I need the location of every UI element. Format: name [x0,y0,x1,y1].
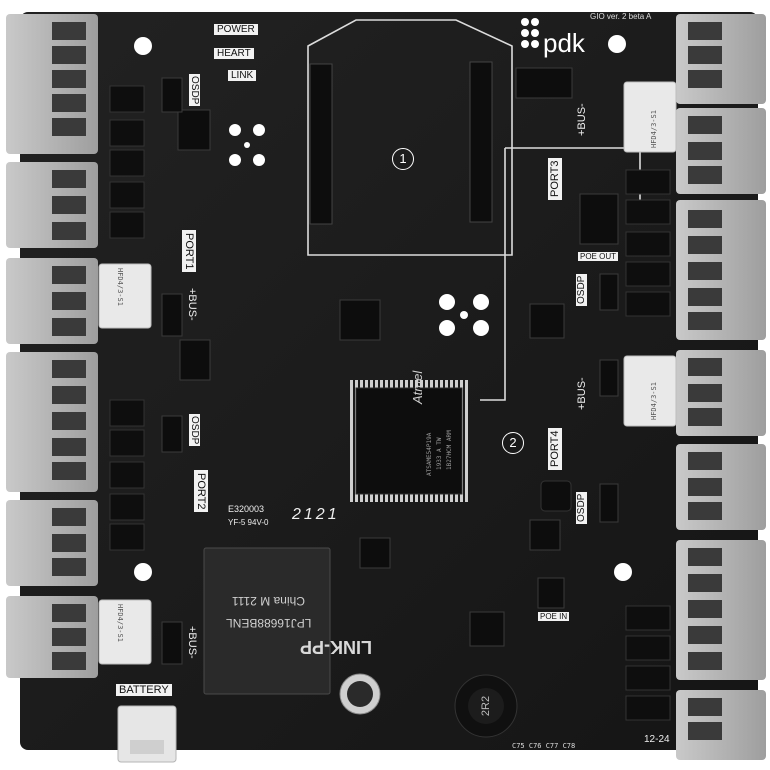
port3-label: PORT3 [548,157,562,200]
bus-label-4: +BUS- [576,377,588,410]
marker-1: 1 [392,148,414,170]
small-inductor [540,480,572,512]
battery-label: BATTERY [116,684,172,696]
via-cluster-center [439,294,489,336]
osdp-label-3: OSDP [576,273,587,306]
bus-label-1: +BUS- [186,288,198,321]
led-label-power: POWER [214,24,258,35]
led-label-link: LINK [228,70,257,81]
relays [98,81,677,665]
relay-label-2: HFD4/3-S1 [116,604,124,642]
version-text: GIO ver. 2 beta A [590,12,652,21]
battery-connector [117,705,177,763]
port4-label: PORT4 [548,427,562,470]
cap-row-label: C75 C76 C77 C78 [512,742,576,750]
magjack-origin: China M 2111 [232,594,305,608]
terminal-slots-left [52,22,86,670]
port2-label: PORT2 [194,470,208,513]
poe-in-label: POE IN [538,612,570,621]
magjack-model: LPJ16688BENL [226,616,312,630]
rating-code: YF-5 94V-0 [228,518,269,527]
led-label-heart: HEART [214,48,254,59]
magjack [203,547,331,695]
pin-header-left [309,63,333,225]
relay-label-4: HFD4/3-S1 [650,382,658,420]
electrolytic-cap [339,673,381,715]
osdp-label-1: OSDP [189,74,200,107]
power-inductor [454,674,518,738]
poe-out-label: POE OUT [578,252,619,261]
pin-header-right [469,61,493,223]
jumper-headers [161,67,619,665]
relay-label-3: HFD4/3-S1 [650,110,658,148]
relay-label-1: HFD4/3-S1 [116,268,124,306]
terminal-slots-right [688,22,722,740]
mcu-chip [348,380,470,502]
mcu-line1: ATSAME54P19A [426,432,433,476]
mcu-line3: 1B27HCM ARM [446,430,453,470]
mcu-brand: Atmel [410,370,425,404]
osdp-label-4: OSDP [576,491,587,524]
bus-label-2: +BUS- [186,626,198,659]
mcu-line2: 1933 A TW [436,437,443,470]
date-code: 2121 [292,506,340,523]
osdp-label-2: OSDP [189,414,200,447]
mosfet-column-right-bottom [625,605,671,721]
marker-2: 2 [502,432,524,454]
mosfet-column-left-top [109,85,145,239]
port1-label: PORT1 [182,230,196,273]
mosfet-column-right-top [625,169,671,317]
voltage-label: 12-24 [644,734,670,745]
small-ics [177,109,565,647]
magjack-brand: LINK-PP [300,637,372,657]
brand-name: pdk [543,28,585,58]
via-cluster-left [229,124,265,166]
mosfet-column-left-bottom [109,399,145,551]
mounting-holes [134,35,632,581]
bus-label-3: +BUS- [576,103,588,136]
inductor-label: 2R2 [480,695,493,717]
brand-logo-icon [521,18,539,48]
cert-code: E320003 [228,504,265,514]
